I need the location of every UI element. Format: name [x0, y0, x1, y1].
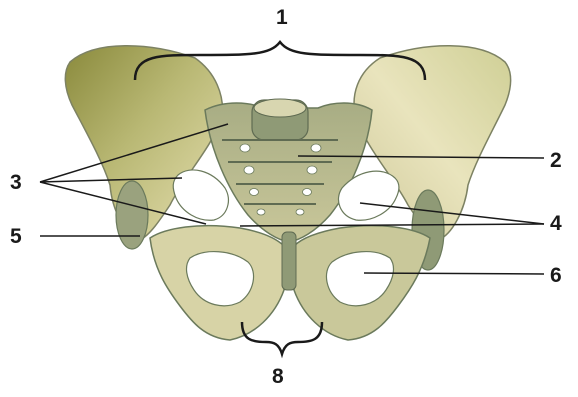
left-acetabulum	[116, 181, 148, 249]
pubic-symphysis	[282, 232, 296, 290]
label-6: 6	[550, 265, 562, 286]
label-4: 4	[550, 213, 562, 234]
label-3: 3	[10, 172, 22, 193]
label-8: 8	[272, 366, 284, 387]
label-2: 2	[550, 150, 562, 171]
leader-6	[364, 273, 544, 274]
vertebral-body-top	[254, 99, 306, 117]
label-1: 1	[276, 7, 288, 28]
label-5: 5	[10, 226, 22, 247]
